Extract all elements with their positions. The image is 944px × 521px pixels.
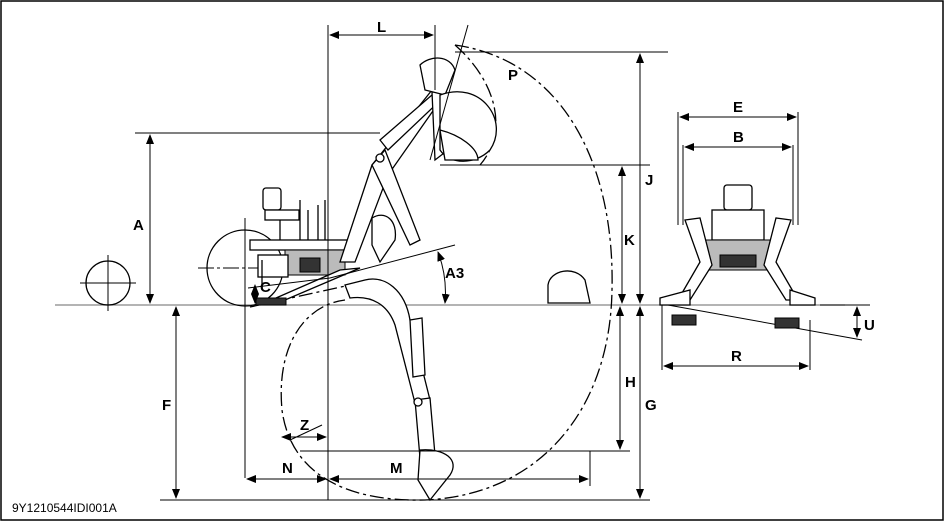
dig-envelope-inner: [249, 284, 351, 308]
label-L: L: [377, 19, 386, 36]
side-view: [80, 24, 668, 502]
label-Z: Z: [300, 417, 309, 434]
label-P: P: [508, 67, 518, 84]
label-R: R: [731, 348, 742, 365]
label-H: H: [625, 374, 636, 391]
label-E: E: [733, 99, 743, 116]
ref-line-C: [247, 277, 331, 289]
label-F: F: [162, 397, 171, 414]
boom-lowered: [344, 278, 454, 502]
label-G: G: [645, 397, 657, 414]
rear-machine: [659, 184, 816, 329]
dig-envelope: [280, 44, 613, 501]
label-C: C: [260, 279, 271, 296]
label-M: M: [390, 460, 403, 477]
label-U: U: [864, 317, 875, 334]
bucket-mid: [371, 214, 397, 264]
bucket-ground: [547, 270, 591, 304]
label-K: K: [624, 232, 635, 249]
boom-raised: [339, 87, 447, 263]
label-A3: A3: [445, 265, 464, 282]
ref-line-P: [429, 24, 469, 161]
ref-line-angle: [329, 244, 456, 279]
dim-A3: [437, 251, 450, 304]
label-A: A: [133, 217, 144, 234]
label-B: B: [733, 129, 744, 146]
label-J: J: [645, 172, 653, 189]
figure-code: 9Y1210544IDI001A: [12, 501, 117, 515]
rear-view: [659, 112, 870, 370]
operator-seat: [262, 187, 326, 248]
rear-tilt-line: [667, 304, 863, 341]
arm-raised: [419, 57, 497, 162]
label-N: N: [282, 460, 293, 477]
stabilizer-leg: [255, 267, 361, 306]
backhoe-mainframe: [249, 239, 351, 290]
